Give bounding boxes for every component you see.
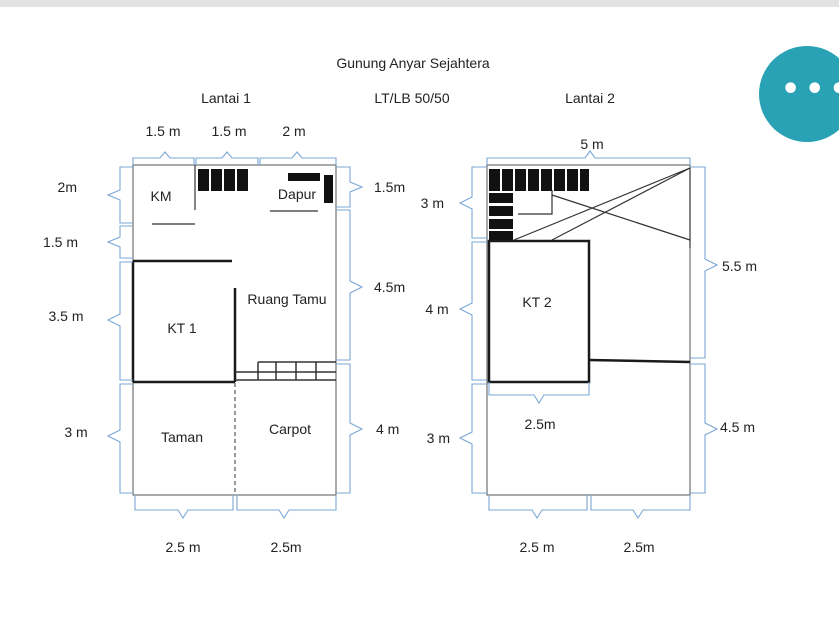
- floor-2-outline: [486, 164, 691, 496]
- floor-2-inner-dim: 2.5m: [488, 382, 590, 432]
- floor-2-left-dims: 3 m 4 m 3 m: [421, 166, 487, 494]
- svg-text:1.5m: 1.5m: [374, 179, 405, 195]
- room-carpot: Carpot: [269, 421, 311, 437]
- svg-text:2.5m: 2.5m: [270, 539, 301, 555]
- svg-text:3 m: 3 m: [421, 195, 444, 211]
- svg-text:1.5 m: 1.5 m: [211, 123, 246, 139]
- svg-text:2 m: 2 m: [282, 123, 305, 139]
- room-ruang-tamu: Ruang Tamu: [247, 291, 326, 307]
- floor-1-label: Lantai 1: [201, 90, 251, 106]
- more-options-button[interactable]: •••: [759, 46, 839, 142]
- svg-text:2.5m: 2.5m: [623, 539, 654, 555]
- floor-2-bottom-dims: 2.5 m 2.5m: [488, 495, 691, 555]
- floor-2-right-dims: 5.5 m 4.5 m: [690, 166, 757, 494]
- svg-text:3 m: 3 m: [64, 424, 87, 440]
- svg-text:4.5m: 4.5m: [374, 279, 405, 295]
- plot-size-label: LT/LB 50/50: [374, 90, 449, 106]
- floor-1-top-dims: 1.5 m 1.5 m 2 m: [132, 123, 337, 165]
- floor-1-plan: KM Dapur Ruang Tamu KT 1 Taman Carpot 1.…: [43, 123, 405, 555]
- svg-text:2m: 2m: [58, 179, 77, 195]
- void-cross: [513, 167, 691, 241]
- svg-text:4 m: 4 m: [376, 421, 399, 437]
- floor-2-label: Lantai 2: [565, 90, 615, 106]
- floor-1-right-dims: 1.5m 4.5m 4 m: [336, 166, 405, 494]
- svg-text:2.5 m: 2.5 m: [519, 539, 554, 555]
- more-dots-icon: •••: [781, 72, 839, 107]
- floor-2-plan: KT 2 5 m 3 m 4 m 3 m 5.5 m 4.5 m 2.5m: [421, 136, 757, 555]
- kt2-walls: [487, 239, 591, 384]
- kt2-right-divider: [588, 358, 691, 364]
- room-kt2: KT 2: [522, 294, 552, 310]
- kitchen-counter: [198, 169, 333, 203]
- stairs: [235, 361, 336, 381]
- svg-text:1.5 m: 1.5 m: [43, 234, 78, 250]
- floor-1-bottom-dims: 2.5 m 2.5m: [134, 495, 337, 555]
- km-wall: [152, 165, 196, 225]
- svg-text:3.5 m: 3.5 m: [48, 308, 83, 324]
- upper-stair-wall: [518, 190, 553, 215]
- svg-text:1.5 m: 1.5 m: [145, 123, 180, 139]
- svg-text:2.5m: 2.5m: [524, 416, 555, 432]
- floor-1-left-dims: 2m 1.5 m 3.5 m 3 m: [43, 166, 133, 494]
- room-km: KM: [151, 188, 172, 204]
- diagram-title: Gunung Anyar Sejahtera: [336, 55, 490, 71]
- top-divider: [0, 0, 839, 7]
- room-kt1: KT 1: [167, 320, 197, 336]
- svg-text:5.5 m: 5.5 m: [722, 258, 757, 274]
- floor-2-top-dims: 5 m: [486, 136, 691, 165]
- room-taman: Taman: [161, 429, 203, 445]
- svg-text:3 m: 3 m: [427, 430, 450, 446]
- svg-text:4 m: 4 m: [425, 301, 448, 317]
- floor-2-stairs: [489, 169, 589, 241]
- room-dapur: Dapur: [278, 186, 316, 202]
- svg-text:2.5 m: 2.5 m: [165, 539, 200, 555]
- svg-text:4.5 m: 4.5 m: [720, 419, 755, 435]
- svg-text:5 m: 5 m: [580, 136, 603, 152]
